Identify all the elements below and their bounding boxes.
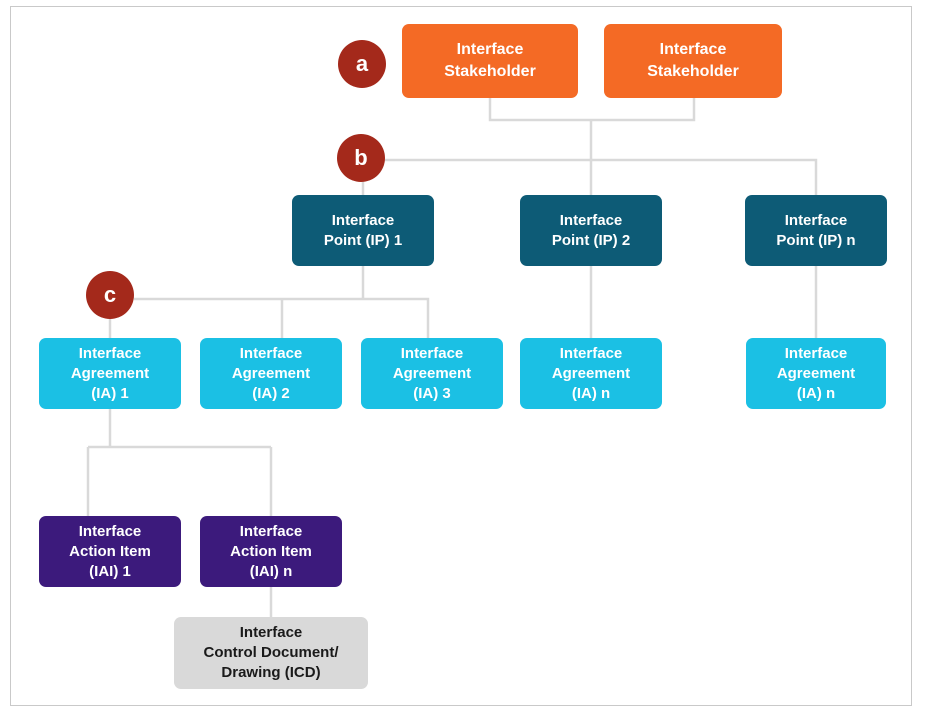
- badge-c-label: c: [103, 282, 117, 307]
- stakeholder-1-line2: Stakeholder: [444, 63, 536, 80]
- agreement-node-2: Interface Agreement (IA) 2: [200, 338, 342, 409]
- action-1-line2: Action Item: [69, 542, 151, 560]
- agreement-node-3: Interface Agreement (IA) 3: [361, 338, 503, 409]
- agreement-1-line1: Interface: [78, 344, 142, 362]
- stakeholder-2-line2: Stakeholder: [647, 63, 739, 80]
- action-1-line3: (IAI) 1: [89, 562, 131, 580]
- agreement-5-line1: Interface: [784, 344, 848, 362]
- badge-b-label: b: [354, 145, 368, 170]
- stakeholder-node-1: Interface Stakeholder: [402, 24, 578, 98]
- agreement-5-line3: (IA) n: [796, 384, 836, 402]
- action-n-line2: Action Item: [230, 542, 312, 560]
- point-n-line2: Point (IP) n: [776, 231, 856, 249]
- icd-node: Interface Control Document/ Drawing (ICD…: [174, 617, 368, 689]
- action-n-line1: Interface: [239, 522, 303, 540]
- point-2-line1: Interface: [559, 211, 623, 229]
- agreement-4-line1: Interface: [559, 344, 623, 362]
- agreement-1-line3: (IA) 1: [91, 384, 129, 402]
- icd-line2: Control Document/: [203, 644, 339, 661]
- stakeholder-1-line1: Interface: [456, 41, 524, 58]
- connector-stakeholders: [488, 98, 696, 122]
- badge-b: b: [337, 134, 385, 182]
- agreement-1-line2: Agreement: [70, 364, 150, 382]
- point-1-line1: Interface: [331, 211, 395, 229]
- stakeholder-node-2: Interface Stakeholder: [604, 24, 782, 98]
- interface-point-node-2: Interface Point (IP) 2: [520, 195, 662, 266]
- badge-a: a: [338, 40, 386, 88]
- connector-points-bus: [385, 158, 818, 195]
- agreement-node-1: Interface Agreement (IA) 1: [39, 338, 181, 409]
- connector-agreements-bus: [134, 297, 430, 338]
- agreement-5-line2: Agreement: [776, 364, 856, 382]
- agreement-3-line2: Agreement: [392, 364, 472, 382]
- interface-point-node-n: Interface Point (IP) n: [745, 195, 887, 266]
- stakeholder-2-line1: Interface: [659, 41, 727, 58]
- point-n-line1: Interface: [784, 211, 848, 229]
- agreement-4-line2: Agreement: [551, 364, 631, 382]
- agreement-3-line1: Interface: [400, 344, 464, 362]
- agreement-node-ip2-n: Interface Agreement (IA) n: [520, 338, 662, 409]
- interface-point-node-1: Interface Point (IP) 1: [292, 195, 434, 266]
- agreement-2-line3: (IA) 2: [252, 384, 290, 402]
- agreement-2-line2: Agreement: [231, 364, 311, 382]
- icd-line1: Interface: [239, 624, 303, 641]
- agreement-2-line1: Interface: [239, 344, 303, 362]
- connector-actions: [86, 409, 273, 516]
- point-1-line2: Point (IP) 1: [323, 231, 403, 249]
- action-n-line3: (IAI) n: [249, 562, 293, 580]
- action-item-node-n: Interface Action Item (IAI) n: [200, 516, 342, 587]
- badge-c: c: [86, 271, 134, 319]
- badge-a-label: a: [355, 51, 369, 76]
- action-item-node-1: Interface Action Item (IAI) 1: [39, 516, 181, 587]
- agreement-node-ipn-n: Interface Agreement (IA) n: [746, 338, 886, 409]
- action-1-line1: Interface: [78, 522, 142, 540]
- agreement-3-line3: (IA) 3: [413, 384, 451, 402]
- point-2-line2: Point (IP) 2: [551, 231, 631, 249]
- icd-line3: Drawing (ICD): [221, 664, 321, 681]
- agreement-4-line3: (IA) n: [571, 384, 611, 402]
